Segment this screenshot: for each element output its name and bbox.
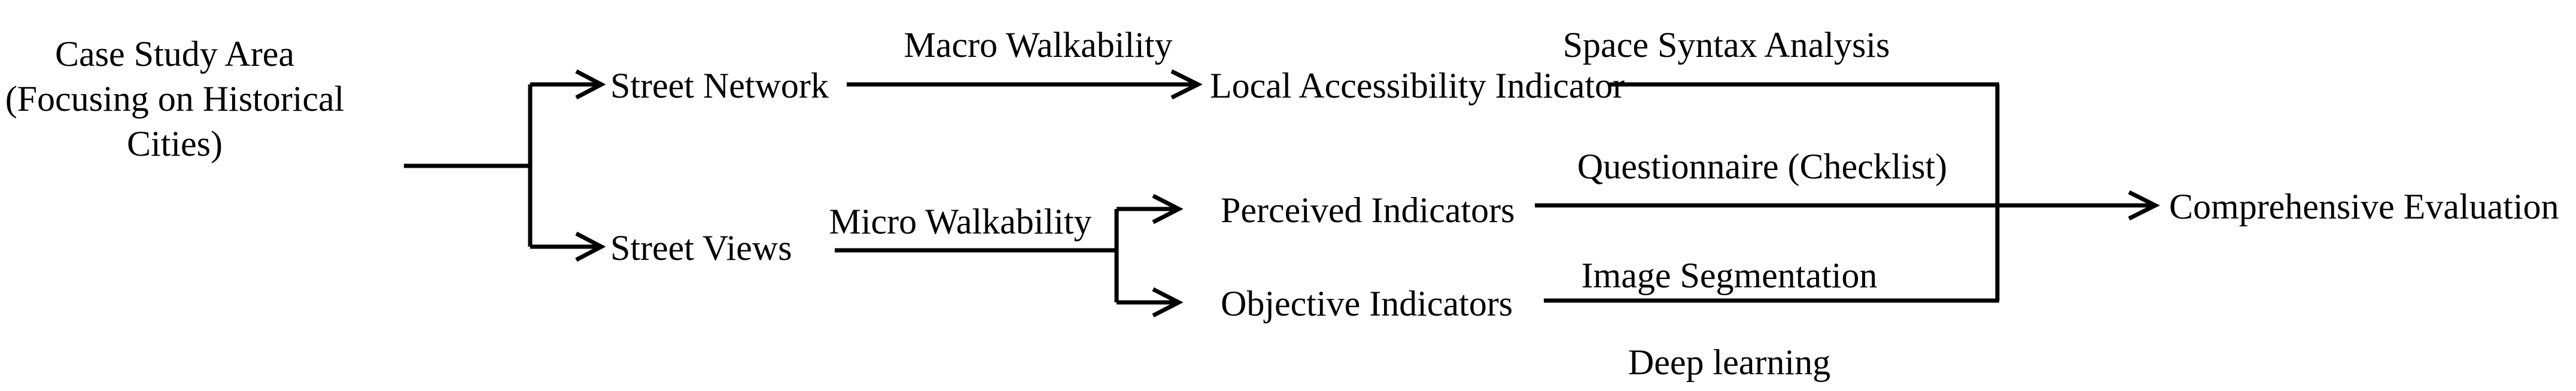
node-street-network: Street Network [610,66,829,105]
split-source-branch [404,69,606,262]
edge-label-deep-learning: Deep learning [1628,342,1830,382]
arrowhead-street-views [575,231,606,262]
edge-image-segmentation: Image Segmentation Deep learning [1544,256,1999,382]
edge-label-micro-walkability: Micro Walkability [829,202,1092,241]
case-study-area-line2: (Focusing on Historical [5,79,345,119]
edge-micro-walkability: Micro Walkability [829,193,1184,318]
collector-bus [1995,84,2160,301]
arrowhead-macro-walkability [1170,69,1203,100]
edge-label-questionnaire: Questionnaire (Checklist) [1577,147,1947,186]
case-study-area-line3: Cities) [127,124,223,163]
arrowhead-objective-indicators [1152,287,1184,318]
node-objective-indicators: Objective Indicators [1221,284,1513,323]
case-study-area-line1: Case Study Area [55,34,294,74]
arrowhead-comprehensive-evaluation [2128,190,2160,221]
arrowhead-street-network [575,69,606,100]
node-perceived-indicators: Perceived Indicators [1221,190,1514,230]
edge-space-syntax: Space Syntax Analysis [1563,25,1999,87]
edge-label-image-segmentation: Image Segmentation [1582,256,1878,295]
node-case-study-area: Case Study Area (Focusing on Historical … [5,34,345,163]
edge-label-space-syntax: Space Syntax Analysis [1563,25,1890,65]
edge-questionnaire: Questionnaire (Checklist) [1535,147,1999,208]
arrowhead-perceived-indicators [1152,193,1184,225]
node-street-views: Street Views [610,228,792,268]
edge-macro-walkability: Macro Walkability [847,25,1203,100]
node-local-accessibility-indicator: Local Accessibility Indicator [1210,66,1625,105]
node-comprehensive-evaluation: Comprehensive Evaluation [2169,187,2559,226]
edge-label-macro-walkability: Macro Walkability [904,25,1173,65]
